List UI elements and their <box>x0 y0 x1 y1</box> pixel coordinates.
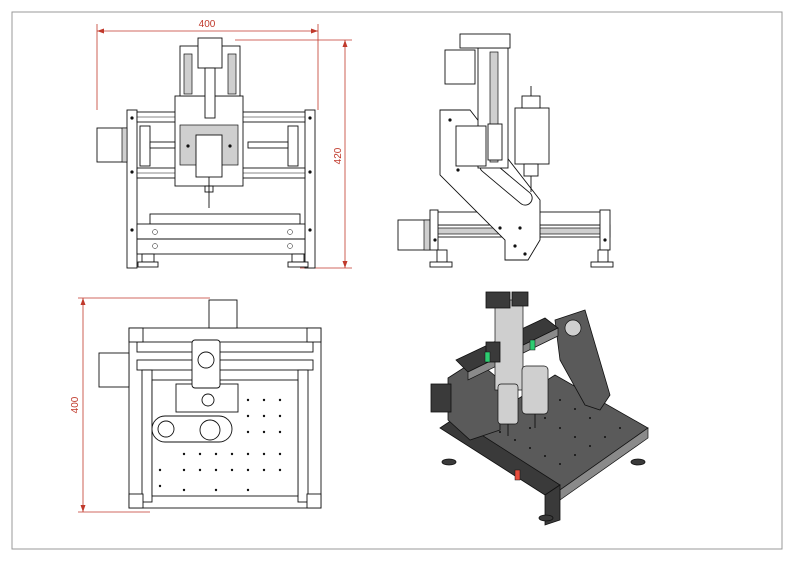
dim-arrow-right <box>311 28 318 34</box>
spindle-body <box>195 134 223 178</box>
iso-foot-1 <box>441 458 457 466</box>
dim-arrow-left <box>97 28 104 34</box>
side-view <box>397 33 614 268</box>
right-frame-plate <box>304 109 316 269</box>
z-stepper-motor <box>197 37 223 69</box>
iso-spindle <box>521 365 549 415</box>
top-x-stepper <box>98 352 130 388</box>
dim-arrow-depth-bottom <box>80 505 86 512</box>
left-frame-plate <box>126 109 138 269</box>
side-z-stepper <box>444 49 476 85</box>
foot-right <box>287 261 309 268</box>
front-width-label: 400 <box>199 19 216 30</box>
front-view: 400 420 <box>96 19 352 269</box>
top-y-stepper <box>208 299 238 329</box>
dim-arrow-depth-top <box>80 298 86 305</box>
iso-x-stepper <box>430 383 452 413</box>
side-spindle <box>514 107 550 165</box>
iso-foot-2 <box>538 514 554 522</box>
sheet-border <box>11 11 783 550</box>
isometric-view <box>430 291 649 526</box>
top-depth-label: 400 <box>70 396 81 413</box>
side-foot-right <box>590 261 614 268</box>
dim-arrow-top <box>342 40 348 47</box>
top-gantry <box>175 383 239 413</box>
foot-left <box>137 261 159 268</box>
top-belt-drive <box>191 339 221 389</box>
side-foot-left <box>429 261 453 268</box>
iso-foot-3 <box>630 458 646 466</box>
dim-arrow-bottom <box>342 261 348 268</box>
side-x-stepper <box>455 125 487 167</box>
top-view: 400 <box>70 297 322 513</box>
table-top <box>149 213 301 225</box>
iso-hole-grid <box>499 399 621 465</box>
front-height-label: 420 <box>333 147 344 164</box>
top-hole-grid <box>158 398 282 492</box>
top-belt-loop <box>151 415 233 443</box>
